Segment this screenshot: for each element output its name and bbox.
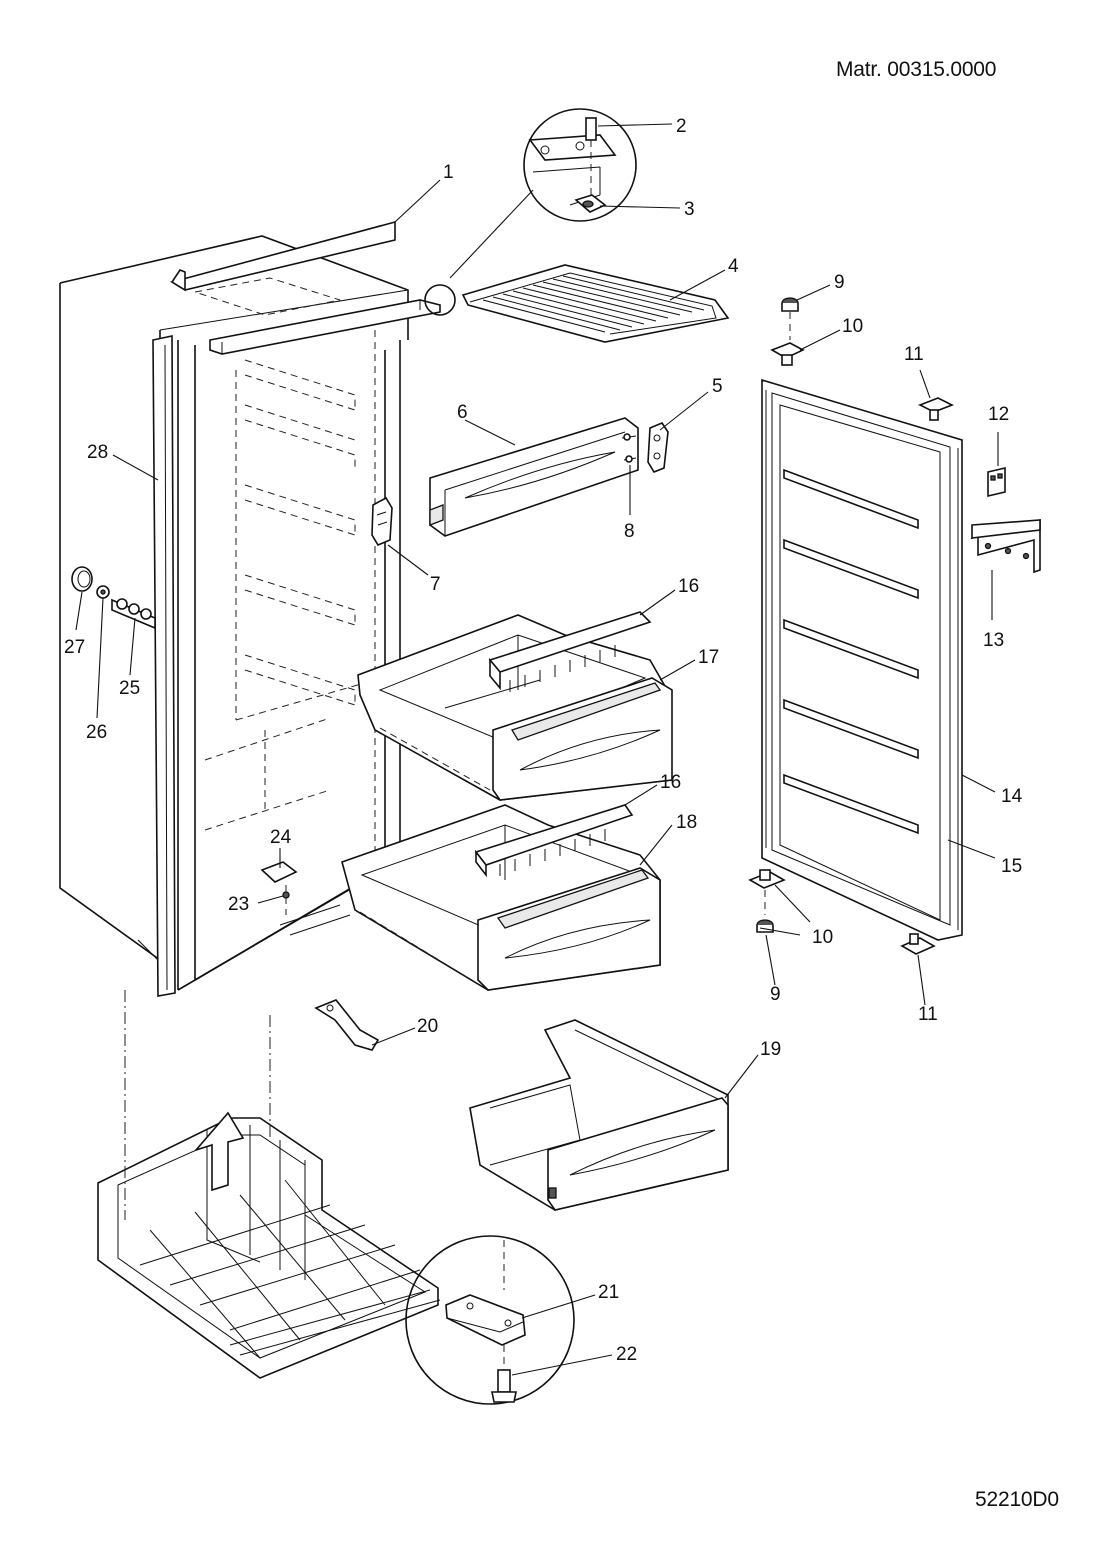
wire-shelf [461,264,730,343]
door-handle [970,518,1041,574]
callout-24: 24 [270,827,292,848]
hinge-detail-circle [424,108,637,316]
hinge-pin-top [770,342,805,366]
callout-13: 13 [983,630,1004,651]
callout-25: 25 [119,678,140,699]
upper-divider-rail [488,611,652,692]
small-bracket [260,861,298,915]
callout-3: 3 [684,199,695,220]
callout-9-bottom: 9 [770,984,781,1005]
latch-bracket [371,496,393,547]
leader-lines [75,123,999,1376]
hinge-pin-bottom [748,869,786,915]
leveler-detail-circle [405,1235,575,1405]
callout-21: 21 [598,1282,619,1303]
thermostat-bracket [111,598,156,630]
callout-28: 28 [87,442,108,463]
top-cover-strip [170,220,396,292]
callout-27: 27 [64,637,85,658]
washer [96,585,110,599]
handle-clip [987,466,1006,498]
callout-22: 22 [616,1344,637,1365]
callout-numbers: 1 2 3 4 5 6 7 8 9 10 11 12 13 14 15 16 1… [64,116,1023,1365]
callout-12: 12 [988,404,1009,425]
defrost-scraper [314,999,380,1051]
lower-divider-rail [474,804,634,878]
callout-1: 1 [443,162,454,183]
callout-18: 18 [676,812,697,833]
upper-drawer [357,614,673,801]
callout-23: 23 [228,894,249,915]
cabinet-body [59,235,409,995]
callout-11-top: 11 [904,344,924,365]
drawing-id-label: 52210D0 [975,1488,1059,1511]
callout-11-bottom: 11 [918,1004,938,1025]
material-number-label: Matr. 00315.0000 [836,58,997,81]
door-stop-top [918,397,954,421]
callout-10-bottom: 10 [812,927,833,948]
door [761,378,963,941]
callout-15: 15 [1001,856,1022,877]
bottom-drawer [469,1019,729,1211]
lower-drawer [341,804,661,991]
callout-8: 8 [624,521,635,542]
callout-4: 4 [728,256,739,277]
base-tray [97,1111,441,1379]
callout-16-lower: 16 [660,772,681,793]
callout-10-top: 10 [842,316,863,337]
top-hinge-rail [209,299,441,355]
callout-16-upper: 16 [678,576,699,597]
flap-hinge [647,422,669,473]
callout-20: 20 [417,1016,438,1037]
thermostat-knob [71,566,93,592]
callout-19: 19 [760,1039,781,1060]
callout-9-top: 9 [834,272,845,293]
callout-6: 6 [457,402,468,423]
seal-strip [152,335,176,997]
door-stop-bottom [900,933,936,955]
callout-17: 17 [698,647,719,668]
hinge-screws [621,433,637,463]
callout-2: 2 [676,116,687,137]
callout-5: 5 [712,376,723,397]
hinge-bushing-top [781,297,799,340]
callout-26: 26 [86,722,107,743]
callout-7: 7 [430,574,441,595]
callout-14: 14 [1001,786,1023,807]
upper-flap [429,417,639,537]
